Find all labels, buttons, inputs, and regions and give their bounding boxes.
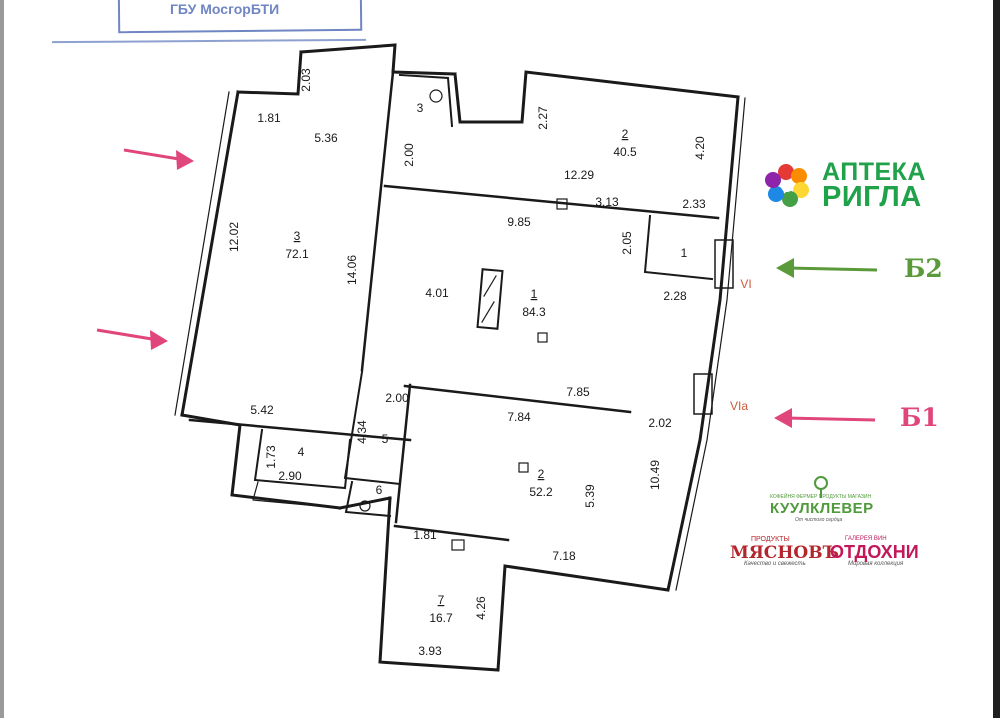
- kuulklever-tagline: КОФЕЙНЯ ФЕРМЕР ПРОДУКТЫ МАГАЗИН: [770, 494, 872, 500]
- scan-left-edge: [0, 0, 4, 718]
- room-2-top-number: 2: [622, 127, 629, 141]
- wall-mid-horizontal: [403, 384, 632, 414]
- dimension-label: 2.00: [402, 143, 416, 167]
- toilet-fixture: [429, 89, 443, 103]
- dimension-label: 7.85: [566, 385, 590, 399]
- arrow-b1-icon: [785, 416, 876, 422]
- room-6-number: 6: [376, 483, 383, 497]
- dimension-label: 7.18: [552, 549, 576, 563]
- room-1-main-number: 1: [531, 287, 538, 301]
- myasnov-top: ПРОДУКТЫ: [751, 536, 790, 543]
- dimension-label: 4.34: [355, 420, 369, 444]
- dimension-label: 2.33: [682, 197, 706, 211]
- dimension-label: 2.90: [278, 469, 302, 483]
- dimension-label: 2.02: [648, 416, 672, 430]
- dimension-label: 1.73: [264, 445, 278, 469]
- dimension-label: 14.06: [345, 255, 359, 285]
- dimension-label: 2.05: [620, 231, 634, 255]
- dimension-label: 7.84: [507, 410, 531, 424]
- column-fixture: [476, 268, 504, 330]
- dimension-label: 1.81: [257, 111, 281, 125]
- wall-top-band: [383, 184, 720, 220]
- entrance-b2-label: Б2: [904, 254, 943, 283]
- wall-bottom-room: [393, 524, 510, 542]
- room-5-number: 5: [382, 432, 389, 446]
- dimension-label: 5.39: [583, 484, 597, 508]
- scan-right-edge: [993, 0, 1000, 718]
- wall-room6: [344, 480, 392, 518]
- myasnov-name: МЯСНОВЪ: [730, 543, 839, 563]
- otdohni-top: ГАЛЕРЕЯ ВИН: [845, 536, 887, 542]
- window-lines: [174, 91, 746, 591]
- myasnov-sub: Качество и свежесть: [744, 561, 806, 567]
- rigla-flower-icon: [765, 164, 809, 207]
- outer-wall-bottom-left: [180, 413, 392, 510]
- room-4-number: 4: [298, 445, 305, 459]
- dimension-label: 3.93: [418, 644, 442, 658]
- dimension-label: 5.42: [250, 403, 274, 417]
- wall-room3-main: [360, 70, 395, 372]
- dimension-label: 2.03: [299, 68, 313, 92]
- dimension-label: 2.28: [663, 289, 687, 303]
- dimension-label: 12.02: [227, 222, 241, 252]
- room-3-small-number: 3: [417, 101, 424, 115]
- room-1-small-number: 1: [681, 246, 688, 260]
- room-2-top-area: 40.5: [613, 145, 637, 159]
- room1-door: [714, 239, 734, 289]
- dimension-label: 2.00: [385, 391, 409, 405]
- rigla-logo-line2: РИГЛА: [822, 181, 922, 213]
- outer-wall-right: [378, 95, 740, 672]
- door-mark-top: [556, 198, 568, 210]
- otdohni-sub: Мировая коллекция: [848, 561, 904, 567]
- wall-small-room1: [643, 214, 714, 281]
- window-mark-vi: VI: [740, 277, 751, 291]
- room-3-left-area: 72.1: [285, 247, 309, 261]
- wall-lower-left: [188, 383, 412, 524]
- dimension-label: 9.85: [507, 215, 531, 229]
- bti-stamp-text: ГБУ МосгорБТИ: [170, 1, 280, 17]
- otdohni-name: ОТДОХНИ: [830, 542, 919, 562]
- dimension-label: 4.26: [474, 596, 488, 620]
- sink-fixture: [359, 500, 371, 512]
- rigla-logo-line1: АПТЕКА: [822, 158, 926, 186]
- dimension-label: 5.36: [314, 131, 338, 145]
- room-3-left-number: 3: [294, 229, 301, 243]
- dimension-label: 12.29: [564, 168, 594, 182]
- wall-room3-small: [398, 73, 454, 128]
- column-diagonals: [481, 275, 497, 323]
- dimension-label: 2.27: [536, 106, 550, 130]
- room-2-bottom-number: 2: [538, 467, 545, 481]
- arrow-b2-icon: [787, 266, 878, 272]
- floor-mark-main: [537, 332, 548, 343]
- arrow-left-bottom-icon: [96, 328, 159, 342]
- dimension-label: 4.20: [693, 136, 707, 160]
- room-7-number: 7: [438, 593, 445, 607]
- dimension-label: 10.49: [648, 460, 662, 490]
- room-7-area: 16.7: [429, 611, 453, 625]
- entrance-arrows: [96, 148, 878, 428]
- dimension-label: 1.81: [413, 528, 437, 542]
- room-1-main-area: 84.3: [522, 305, 546, 319]
- dimension-label: 4.01: [425, 286, 449, 300]
- kuulklever-icon: [814, 476, 828, 498]
- entrance-b1-label: Б1: [900, 403, 939, 432]
- wall-room5: [343, 370, 402, 486]
- outer-wall-left: [180, 43, 740, 417]
- room-2-bottom-area: 52.2: [529, 485, 553, 499]
- corridor-lines: [252, 481, 341, 509]
- dimension-label: 3.13: [595, 195, 619, 209]
- floor-mark-bottom: [518, 462, 529, 473]
- door-mark: [451, 539, 465, 551]
- window-mark-via: VIa: [730, 399, 748, 413]
- kuulklever-sub: От чистого сердца: [795, 517, 843, 523]
- kuulklever-name: КУУЛКЛЕВЕР: [770, 500, 874, 517]
- arrow-left-top-icon: [123, 148, 186, 162]
- via-door: [693, 373, 713, 415]
